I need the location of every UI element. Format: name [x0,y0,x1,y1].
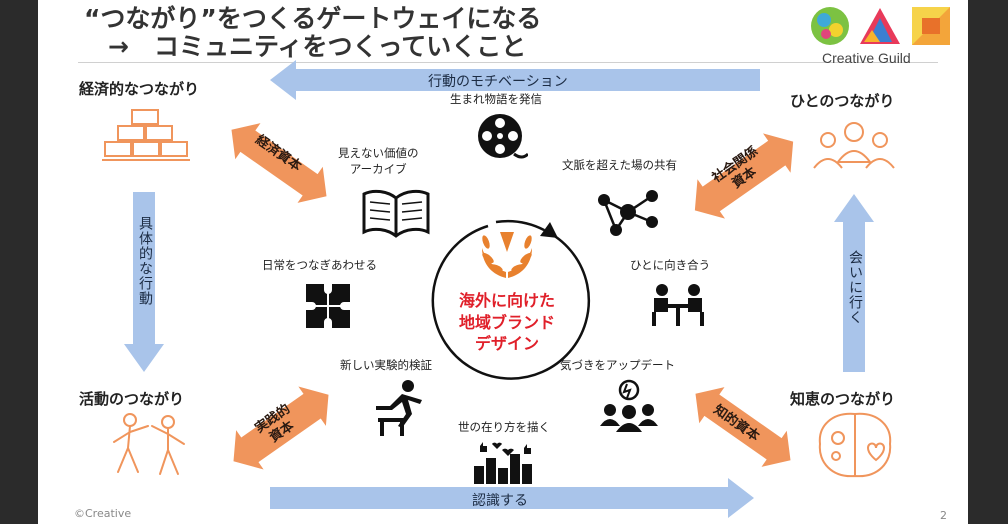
corner-label-activity: 活動のつながり [79,390,185,408]
slide: “つながり”をつくるゲートウェイになる → コミュニティをつくっていくこと Cr… [38,0,968,524]
city-thumbs-icon [474,442,532,484]
center-title: 海外に向けた 地域ブランド デザイン [458,291,555,354]
arrow-concrete-action [124,192,164,372]
label-share: 文脈を超えた場の共有 [562,158,677,172]
center-cycle-circle [431,219,591,380]
label-story: 生まれ物語を発信 [450,92,542,106]
logo-mark-icon [811,7,950,45]
title-divider [78,62,938,63]
idea-team-icon [600,379,658,432]
arrow-recognize-label: 認識する [472,493,528,509]
corner-label-people: ひとのつながり [790,92,895,110]
label-world: 世の在り方を描く [458,420,550,434]
label-update: 気づきをアップデート [560,358,675,372]
corner-label-economic: 経済的なつながり [79,80,200,98]
creative-guild-logo: Creative Guild [808,4,958,66]
film-reel-icon [478,114,528,159]
arrow-go-meet-label: 会いに行く [847,250,863,325]
double-arrow-intellectual-capital [695,387,791,467]
puzzle-icon [306,284,350,328]
label-experiment: 新しい実験的検証 [340,358,432,372]
hurdle-runner-icon [376,380,422,436]
arrow-motivation-label: 行動のモチベーション [428,74,568,90]
collaborating-people-icon [113,413,185,475]
label-daily: 日常をつなぎあわせる [262,258,377,272]
double-arrow-economic-capital [231,123,327,203]
meeting-icon [652,284,704,326]
people-group-icon [813,122,895,169]
arrow-motivation [270,60,760,100]
arrow-go-meet [834,194,874,372]
network-icon [598,190,658,236]
copyright: ©Creative [74,507,132,520]
label-archive: 見えない価値のアーカイブ [338,146,419,176]
arrow-concrete-action-label: 具体的な行動 [137,216,153,306]
laurel-wreath-icon [482,232,532,278]
double-arrow-social-capital [694,133,794,219]
page-number: 2 [940,509,947,522]
double-arrow-practical-capital [233,386,329,470]
logo-text: Creative Guild [822,50,911,66]
open-book-icon [362,189,430,238]
corner-label-wisdom: 知恵のつながり [790,390,896,408]
gold-bars-icon [102,109,190,161]
label-face: ひとに向き合う [630,258,711,272]
arrow-recognize [270,478,754,518]
title-line-2: → コミュニティをつくっていくこと [108,32,527,61]
title-line-1: “つながり”をつくるゲートウェイになる [84,4,542,33]
brain-icon [818,412,892,478]
